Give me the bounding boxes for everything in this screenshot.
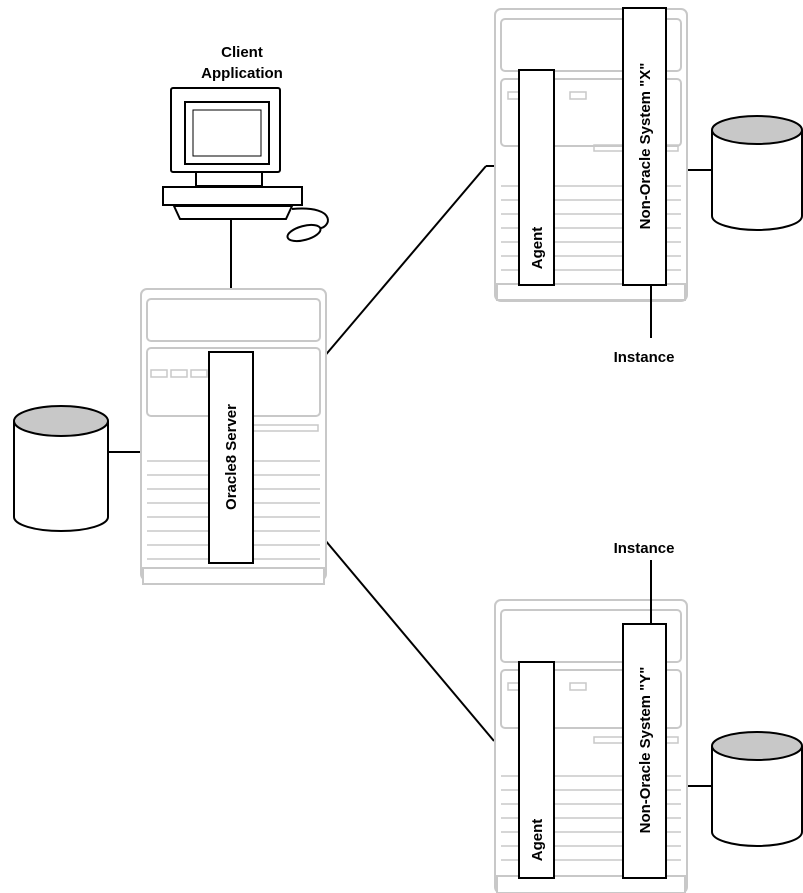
server-y-instance-label: Instance: [614, 540, 675, 557]
computer-monitor-icon: [162, 87, 303, 220]
server-y-database-icon: [711, 731, 803, 847]
oracle8-server-box: Oracle8 Server: [208, 351, 254, 564]
server-x-instance-label: Instance: [614, 349, 675, 366]
server-y-system-box: Non-Oracle System "Y": [622, 623, 667, 879]
server-y-system-label: Non-Oracle System "Y": [637, 667, 654, 834]
client-label-line2: Application: [201, 65, 283, 82]
server-x-system-box: Non-Oracle System "X": [622, 7, 667, 286]
main-database-icon: [13, 405, 109, 532]
mouse-icon: [286, 207, 329, 243]
link-to-x-solid: [322, 165, 487, 359]
server-x-database-icon: [711, 115, 803, 231]
server-x-agent-box: Agent: [518, 69, 555, 286]
oracle8-server-label: Oracle8 Server: [223, 404, 240, 510]
server-x-agent-label: Agent: [529, 227, 546, 270]
server-x-system-label: Non-Oracle System "X": [637, 63, 654, 230]
link-to-y-solid: [324, 539, 495, 742]
server-y-agent-label: Agent: [529, 819, 546, 862]
server-y-agent-box: Agent: [518, 661, 555, 879]
client-label-line1: Client: [221, 44, 263, 61]
client-computer: Client Application: [162, 44, 329, 243]
